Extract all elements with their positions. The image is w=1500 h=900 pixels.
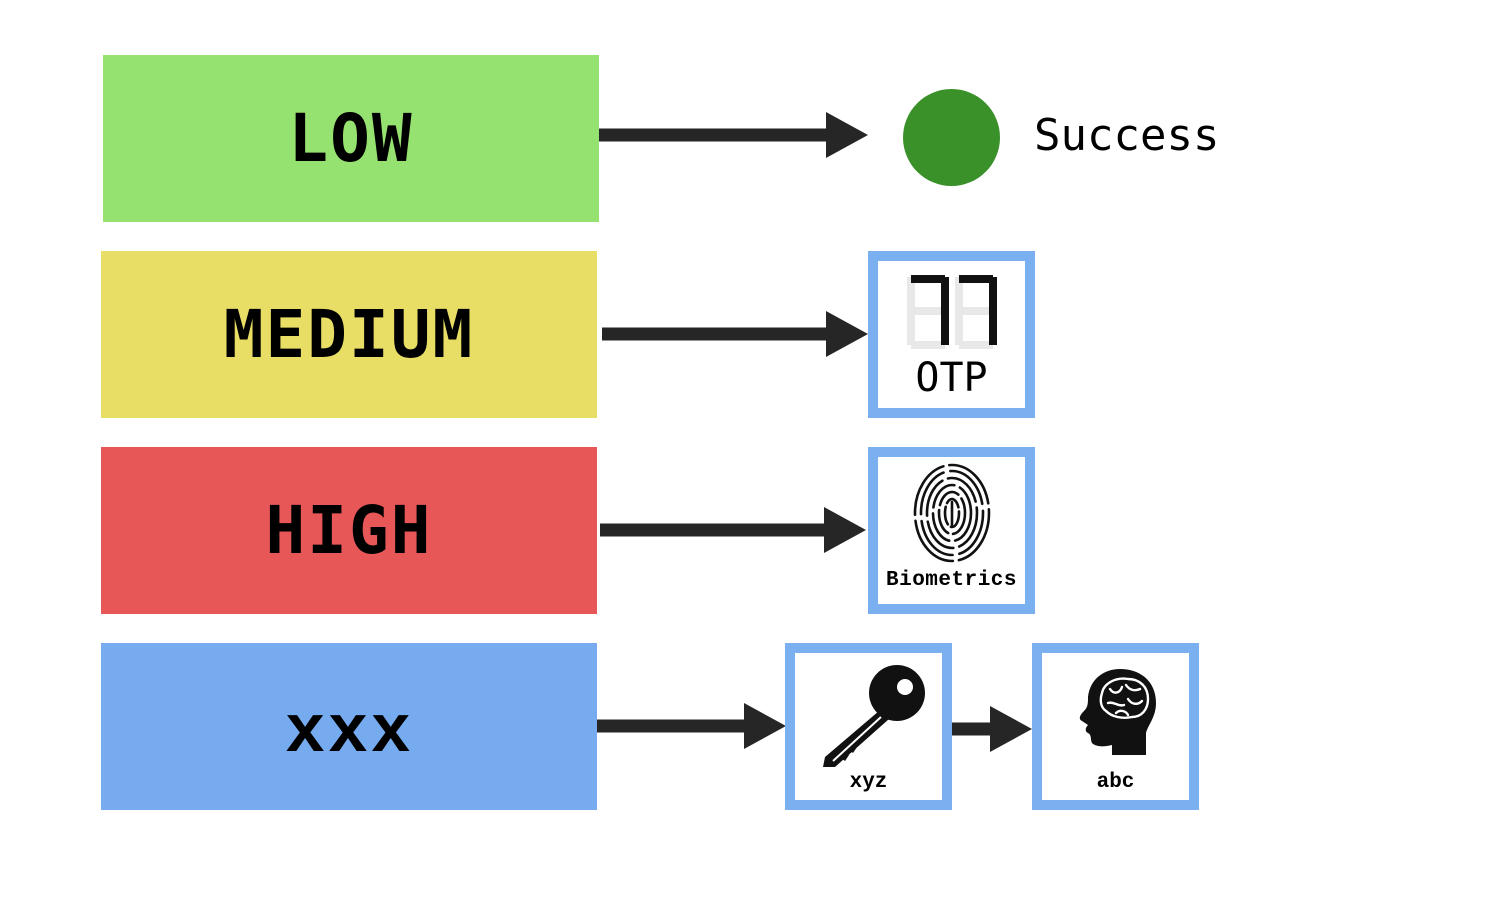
level-low-box: LOW — [103, 55, 599, 222]
arrow-medium-icon — [602, 311, 868, 357]
arrow-high-icon — [600, 507, 866, 553]
arrow-xxx-icon — [597, 703, 786, 749]
level-xxx-label: xxx — [284, 695, 414, 772]
xyz-card: xyz — [785, 643, 952, 810]
arrow-low-icon — [599, 112, 868, 158]
brain-head-icon — [1079, 669, 1156, 755]
level-low-label: LOW — [288, 100, 414, 177]
otp-label: OTP — [915, 355, 988, 401]
biometrics-card: Biometrics — [868, 447, 1035, 614]
xyz-label: xyz — [849, 771, 888, 794]
level-xxx-box: xxx — [101, 643, 597, 810]
key-icon — [823, 665, 925, 767]
level-medium-label: MEDIUM — [223, 296, 475, 373]
abc-label: abc — [1096, 771, 1135, 794]
level-high-label: HIGH — [265, 492, 433, 569]
abc-card: abc — [1032, 643, 1199, 810]
level-medium-box: MEDIUM — [101, 251, 597, 418]
biometrics-label: Biometrics — [885, 569, 1018, 592]
arrow-xyz-to-abc-icon — [952, 706, 1032, 752]
fingerprint-icon — [913, 463, 991, 563]
success-label: Success — [1034, 110, 1220, 161]
otp-display-icon — [907, 275, 997, 349]
level-high-box: HIGH — [101, 447, 597, 614]
success-dot-icon — [903, 89, 1000, 186]
otp-card: OTP — [868, 251, 1035, 418]
